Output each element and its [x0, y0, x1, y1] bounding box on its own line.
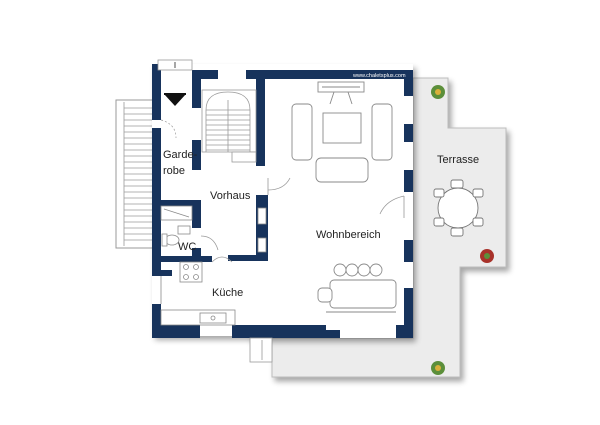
- garderobe-entry: [157, 59, 193, 139]
- interior-staircase: [201, 89, 257, 163]
- plant-icon: [480, 249, 494, 263]
- room-label-vorhaus: Vorhaus: [210, 190, 251, 202]
- room-label-terrasse: Terrasse: [437, 154, 479, 166]
- doors: [199, 177, 405, 326]
- kitchen-furniture: [160, 261, 236, 326]
- terrace-steps: [249, 337, 273, 363]
- room-label-garderobe-1: Garde-: [163, 149, 198, 161]
- wc-fixtures: [161, 225, 191, 247]
- plant-icon: [431, 361, 445, 375]
- room-label-wohnbereich: Wohnbereich: [316, 229, 381, 241]
- room-label-garderobe-2: robe: [163, 165, 185, 177]
- room-label-kueche: Küche: [212, 287, 243, 299]
- watermark-text: www.chaletsplus.com: [352, 73, 406, 79]
- room-label-wc: WC: [178, 241, 196, 253]
- built-in-cabinets: [160, 205, 267, 253]
- exterior-staircase: [115, 99, 155, 249]
- terrace-table: [433, 179, 484, 237]
- living-furniture: [291, 81, 397, 313]
- plant-icon: [431, 85, 445, 99]
